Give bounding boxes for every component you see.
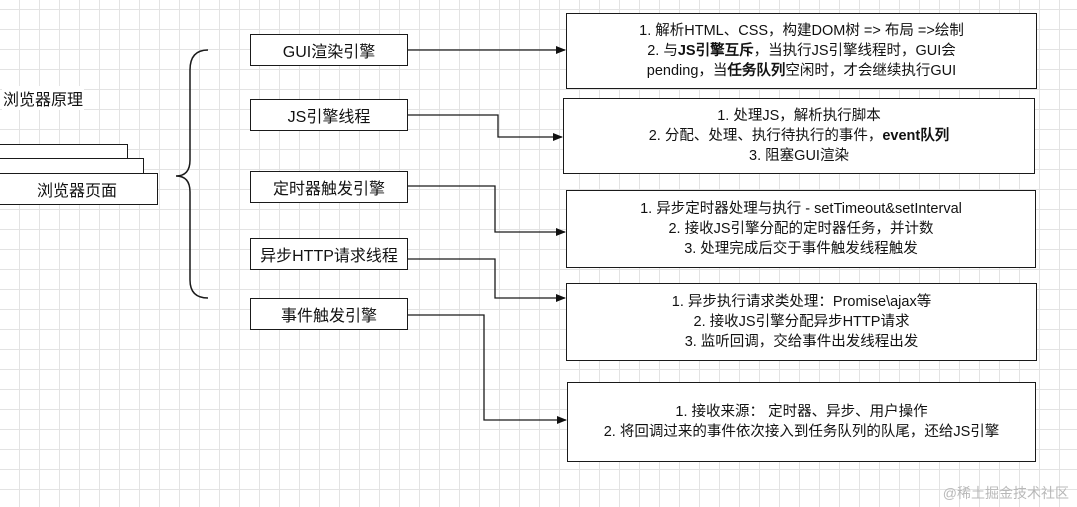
detail-text: 2. 分配、处理、执行待执行的事件， (648, 128, 883, 144)
connector-js (408, 114, 563, 141)
detail-line: 3. 监听回调，交给事件出发线程出发 (685, 332, 919, 352)
detail-box-timer: 1. 异步定时器处理与执行 - setTimeout&setInterval 2.… (566, 190, 1036, 268)
detail-line: 1. 接收来源： 定时器、异步、用户操作 (675, 402, 927, 422)
connector-http (408, 258, 566, 302)
detail-line: 2. 接收JS引擎分配的定时器任务，并计数 (668, 219, 933, 239)
detail-line: 2. 分配、处理、执行待执行的事件，event队列 (649, 126, 950, 146)
detail-text: 2. 将回调过来的事件依次接入到任务队列的队尾，还给JS引擎 (603, 424, 1000, 440)
detail-box-gui: 1. 解析HTML、CSS，构建DOM树 => 布局 =>绘制 2. 与JS引擎互… (566, 13, 1037, 89)
detail-text: 1. 接收来源： 定时器、异步、用户操作 (675, 404, 928, 420)
detail-text: 2. 接收JS引擎分配异步HTTP请求 (693, 314, 910, 330)
thread-label: 事件触发引擎 (280, 308, 377, 325)
grouping-brace (175, 49, 209, 299)
detail-line: 2. 将回调过来的事件依次接入到任务队列的队尾，还给JS引擎 (604, 422, 1000, 442)
thread-label: 异步HTTP请求线程 (260, 248, 398, 265)
browser-page-label: 浏览器页面 (36, 183, 117, 200)
detail-text: ，当执行JS引擎线程时，GUI会 (753, 43, 956, 59)
thread-label: GUI渲染引擎 (282, 44, 376, 61)
connector-timer (408, 185, 566, 236)
detail-line: 3. 阻塞GUI渲染 (749, 146, 849, 166)
detail-text: 3. 阻塞GUI渲染 (749, 148, 849, 164)
thread-label: JS引擎线程 (287, 109, 371, 126)
thread-label: 定时器触发引擎 (272, 181, 385, 198)
detail-text: 1. 异步定时器处理与执行 - setTimeout&setInterval (640, 201, 962, 217)
detail-line: 1. 异步执行请求类处理：Promise\ajax等 (672, 292, 931, 312)
detail-line: 2. 接收JS引擎分配异步HTTP请求 (694, 312, 910, 332)
detail-box-event: 1. 接收来源： 定时器、异步、用户操作 2. 将回调过来的事件依次接入到任务队列… (567, 382, 1036, 462)
detail-box-http: 1. 异步执行请求类处理：Promise\ajax等 2. 接收JS引擎分配异步H… (566, 283, 1037, 361)
thread-node-event: 事件触发引擎 (250, 298, 408, 330)
browser-page-node: 浏览器页面 (0, 173, 158, 205)
detail-text: 1. 处理JS，解析执行脚本 (717, 108, 881, 124)
thread-node-http: 异步HTTP请求线程 (250, 238, 408, 270)
detail-text-bold: 任务队列 (727, 63, 786, 79)
detail-text: 2. 接收JS引擎分配的定时器任务，并计数 (668, 221, 934, 237)
detail-text: 1. 解析HTML、CSS，构建DOM树 => 布局 =>绘制 (639, 23, 964, 39)
detail-text: 1. 异步执行请求类处理：Promise\ajax等 (671, 294, 932, 310)
detail-text-bold: JS引擎互斥 (677, 43, 754, 59)
detail-text: 3. 处理完成后交于事件触发线程触发 (684, 241, 918, 257)
thread-node-gui: GUI渲染引擎 (250, 34, 408, 66)
thread-node-timer: 定时器触发引擎 (250, 171, 408, 203)
detail-line: pending，当任务队列空闲时，才会继续执行GUI (647, 61, 956, 81)
detail-line: 1. 解析HTML、CSS，构建DOM树 => 布局 =>绘制 (639, 21, 964, 41)
detail-text: pending，当 (646, 63, 728, 79)
detail-line: 3. 处理完成后交于事件触发线程触发 (684, 239, 918, 259)
connector-event (408, 314, 567, 424)
detail-text: 空闲时，才会继续执行GUI (785, 63, 957, 79)
detail-line: 1. 处理JS，解析执行脚本 (717, 106, 881, 126)
detail-text-bold: event队列 (882, 128, 950, 144)
watermark: @稀土掘金技术社区 (942, 485, 1069, 501)
detail-line: 2. 与JS引擎互斥，当执行JS引擎线程时，GUI会 (647, 41, 956, 61)
detail-text: 2. 与 (647, 43, 678, 59)
detail-box-js: 1. 处理JS，解析执行脚本 2. 分配、处理、执行待执行的事件，event队列 3… (563, 98, 1035, 174)
page-title: 浏览器原理 (2, 86, 85, 110)
detail-text: 3. 监听回调，交给事件出发线程出发 (684, 334, 919, 350)
detail-line: 1. 异步定时器处理与执行 - setTimeout&setInterval (640, 199, 962, 219)
thread-node-js: JS引擎线程 (250, 99, 408, 131)
